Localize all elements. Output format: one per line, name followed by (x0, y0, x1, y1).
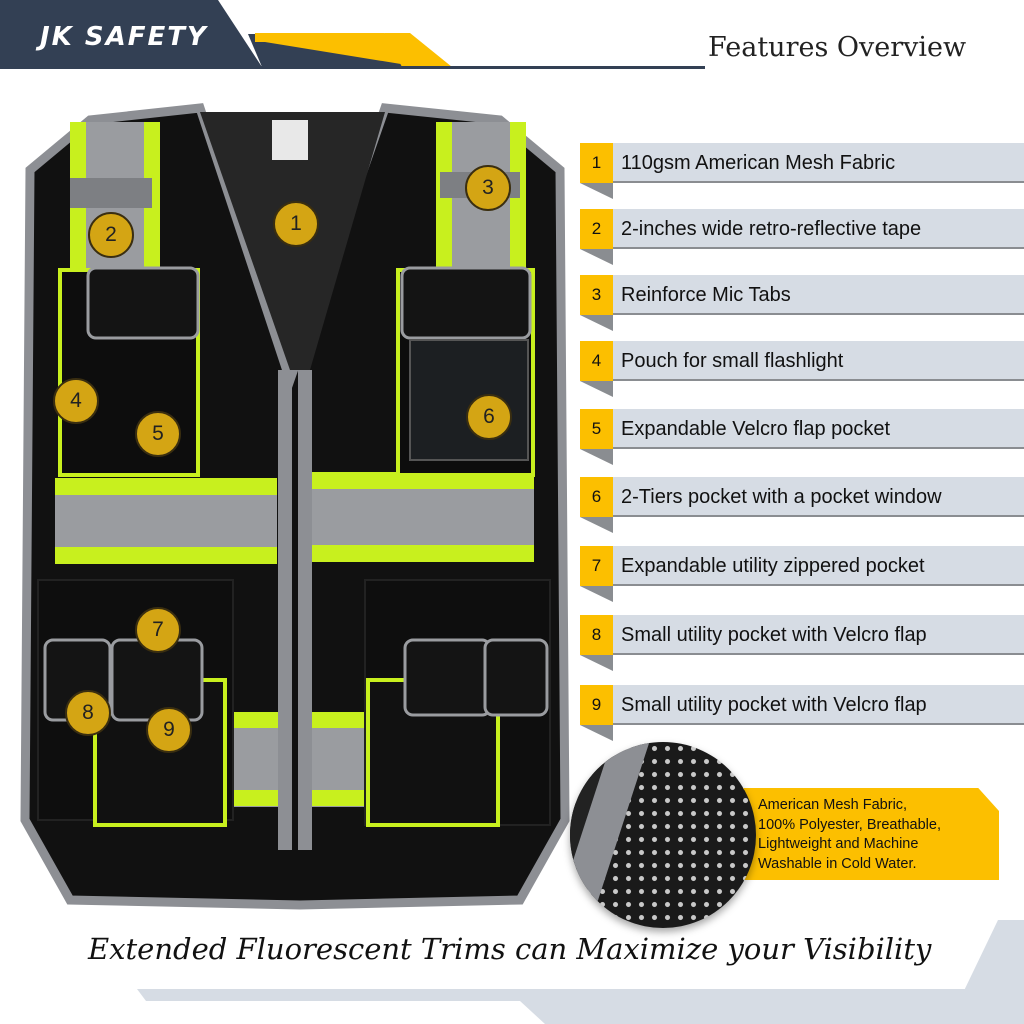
feature-item: 2 2-inches wide retro-reflective tape (580, 209, 1024, 265)
marker-7: 7 (135, 607, 181, 653)
vest-image (20, 103, 570, 910)
feature-number: 5 (580, 409, 613, 449)
feature-item: 3 Reinforce Mic Tabs (580, 275, 1024, 331)
feature-label: Expandable utility zippered pocket (621, 555, 925, 577)
feature-label: Small utility pocket with Velcro flap (621, 624, 927, 646)
feature-label: 110gsm American Mesh Fabric (621, 152, 896, 174)
callout-line: Washable in Cold Water. (758, 855, 917, 872)
feature-label: 2-Tiers pocket with a pocket window (621, 486, 942, 508)
feature-label: Expandable Velcro flap pocket (621, 418, 891, 440)
feature-number: 7 (580, 546, 613, 586)
header-banner (0, 0, 705, 69)
feature-item: 6 2-Tiers pocket with a pocket window (580, 477, 1024, 533)
feature-label: Reinforce Mic Tabs (621, 284, 791, 306)
feature-number: 3 (580, 275, 613, 315)
slogan: Extended Fluorescent Trims can Maximize … (88, 932, 932, 966)
callout-line: American Mesh Fabric, (758, 797, 908, 813)
marker-2: 2 (88, 212, 134, 258)
marker-3: 3 (465, 165, 511, 211)
feature-item: 9 Small utility pocket with Velcro flap (580, 685, 1024, 741)
callout-line: 100% Polyester, Breathable, (758, 816, 941, 833)
feature-item: 4 Pouch for small flashlight (580, 341, 1024, 397)
feature-number: 6 (580, 477, 613, 517)
feature-number: 4 (580, 341, 613, 381)
marker-8: 8 (65, 690, 111, 736)
marker-5: 5 (135, 411, 181, 457)
feature-item: 5 Expandable Velcro flap pocket (580, 409, 1024, 465)
callout-line: Lightweight and Machine (758, 836, 919, 852)
feature-item: 7 Expandable utility zippered pocket (580, 546, 1024, 602)
feature-item: 8 Small utility pocket with Velcro flap (580, 615, 1024, 671)
feature-number: 9 (580, 685, 613, 725)
feature-label: 2-inches wide retro-reflective tape (621, 218, 922, 240)
feature-number: 1 (580, 143, 613, 183)
marker-1: 1 (273, 201, 319, 247)
brand-logo: JK SAFETY (40, 22, 208, 52)
feature-label: Small utility pocket with Velcro flap (621, 694, 927, 716)
fabric-callout: American Mesh Fabric, 100% Polyester, Br… (740, 788, 999, 880)
mesh-closeup-image (570, 742, 756, 928)
feature-number: 8 (580, 615, 613, 655)
page-title: Features Overview (708, 32, 967, 63)
marker-4: 4 (53, 378, 99, 424)
marker-9: 9 (146, 707, 192, 753)
feature-item: 1 110gsm American Mesh Fabric (580, 143, 1024, 199)
feature-number: 2 (580, 209, 613, 249)
marker-6: 6 (466, 394, 512, 440)
footer-decoration (137, 920, 1024, 1024)
feature-label: Pouch for small flashlight (621, 350, 844, 372)
